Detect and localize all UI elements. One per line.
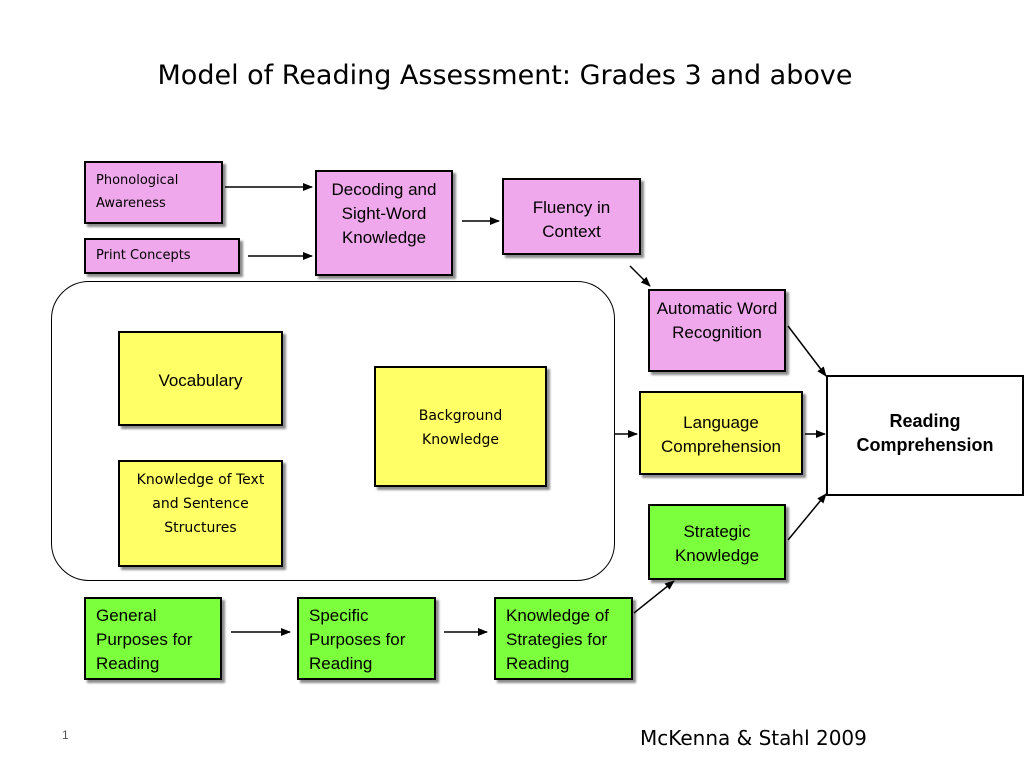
arrow-strategic-to-reading [787,493,827,541]
fluency-box: Fluency in Context [502,178,641,255]
specific-purposes-label: Specific Purposes for Reading [309,606,406,673]
automatic-word-recognition-box: Automatic Word Recognition [648,289,786,372]
arrow-strategies-to-strategic [633,580,675,614]
language-comprehension-box: Language Comprehension [639,391,803,475]
general-purposes-label: General Purposes for Reading [96,606,193,673]
automatic-word-recognition-label: Automatic Word Recognition [656,299,778,342]
slide-number: 1 [62,728,69,742]
background-knowledge-box: Background Knowledge [374,366,547,487]
decoding-box: Decoding and Sight-Word Knowledge [315,170,453,276]
print-concepts-box: Print Concepts [84,238,240,274]
arrow-fluency-to-automatic [629,265,651,287]
knowledge-of-strategies-label: Knowledge of Strategies for Reading [506,606,610,673]
strategic-knowledge-box: Strategic Knowledge [648,504,786,580]
phonological-awareness-label: Phonological Awareness [96,173,179,211]
knowledge-of-strategies-box: Knowledge of Strategies for Reading [494,597,633,680]
text-structures-label: Knowledge of Text and Sentence Structure… [136,472,265,536]
strategic-knowledge-label: Strategic Knowledge [674,522,760,565]
decoding-label: Decoding and Sight-Word Knowledge [331,180,437,247]
print-concepts-label: Print Concepts [96,248,191,263]
reading-comprehension-box: Reading Comprehension [826,375,1024,496]
general-purposes-box: General Purposes for Reading [84,597,222,680]
vocabulary-box: Vocabulary [118,331,283,426]
citation: McKenna & Stahl 2009 [640,726,867,750]
phonological-awareness-box: Phonological Awareness [84,161,223,224]
reading-comprehension-label: Reading Comprehension [856,411,994,455]
language-comprehension-label: Language Comprehension [660,413,781,456]
fluency-label: Fluency in Context [532,198,611,241]
background-knowledge-label: Background Knowledge [418,408,503,448]
text-structures-box: Knowledge of Text and Sentence Structure… [118,460,283,567]
arrow-automatic-to-reading [787,325,827,377]
slide-title: Model of Reading Assessment: Grades 3 an… [157,60,853,91]
specific-purposes-box: Specific Purposes for Reading [297,597,436,680]
vocabulary-label: Vocabulary [158,371,243,390]
